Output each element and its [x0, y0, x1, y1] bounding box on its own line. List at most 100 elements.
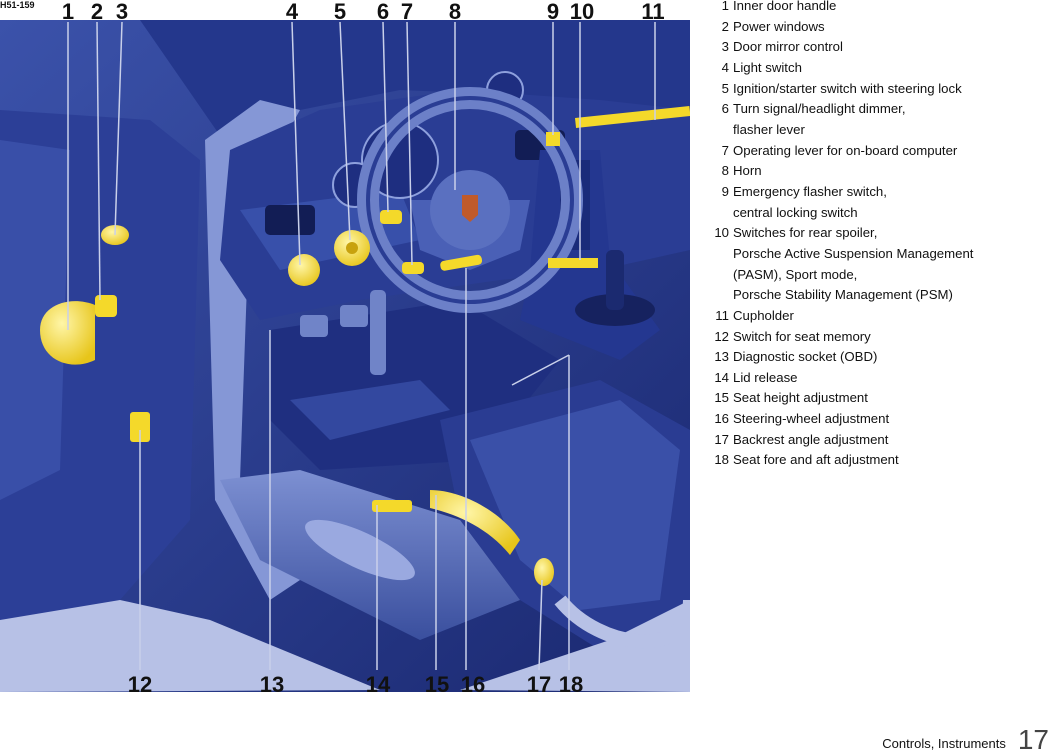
callout-16: 16 [461, 672, 485, 692]
legend-description: Seat height adjustment [733, 388, 1054, 409]
page-number: 17 [1017, 724, 1049, 755]
legend-description: Cupholder [733, 306, 1054, 327]
legend-item: 1 Inner door handle [704, 0, 1054, 17]
figure-id: H51-159 [0, 0, 35, 10]
legend-number: 7 [721, 142, 729, 158]
lid-release [372, 500, 412, 512]
legend-description: Horn [733, 161, 1054, 182]
callout-3: 3 [116, 0, 128, 24]
highlighted-controls [40, 105, 690, 586]
legend-number: 10 [714, 225, 729, 241]
callout-17: 17 [527, 672, 551, 692]
legend-line: Switches for rear spoiler, [733, 225, 878, 241]
legend-line: Light switch [733, 59, 802, 75]
callout-6: 6 [377, 0, 389, 24]
callout-10: 10 [570, 0, 594, 24]
legend-description: Steering-wheel adjustment [733, 409, 1054, 430]
legend-description: Light switch [733, 58, 1054, 79]
callout-1: 1 [62, 0, 74, 24]
legend-number: 15 [714, 390, 729, 406]
callout-numbers: 1 2 3 4 5 6 7 8 9 10 11 12 13 14 15 16 1… [62, 0, 665, 692]
legend-description: Backrest angle adjustment [733, 430, 1054, 451]
power-window-switches [95, 295, 117, 317]
legend-line: Power windows [733, 18, 825, 34]
callout-11: 11 [641, 0, 664, 24]
legend-number: 17 [714, 431, 729, 447]
legend-description: Emergency flasher switch, central locking… [733, 182, 1054, 223]
legend-line: Porsche Active Suspension Management [733, 245, 974, 261]
legend-description: Ignition/starter switch with steering lo… [733, 79, 1054, 100]
legend-line: Backrest angle adjustment [733, 431, 889, 447]
cupholder [575, 105, 690, 128]
legend-line: Inner door handle [733, 0, 837, 13]
legend-line: central locking switch [733, 204, 858, 220]
legend-number: 12 [714, 328, 729, 344]
legend-line: Lid release [733, 369, 798, 385]
legend-description: Diagnostic socket (OBD) [733, 347, 1054, 368]
legend-description: Inner door handle [733, 0, 1054, 17]
legend-number: 2 [721, 18, 729, 34]
legend-description: Turn signal/headlight dimmer, flasher lev… [733, 99, 1054, 140]
seat-height-lever [430, 490, 520, 555]
legend-line: Horn [733, 163, 762, 179]
legend-description: Operating lever for on-board computer [733, 141, 1054, 162]
light-switch [288, 254, 320, 286]
legend-description: Lid release [733, 368, 1054, 389]
door-handle-highlight [40, 301, 95, 365]
seat-memory-switch [130, 412, 150, 442]
callout-2: 2 [91, 0, 103, 24]
backrest-knob [534, 558, 554, 586]
legend-line: Seat height adjustment [733, 390, 868, 406]
legend-line: (PASM), Sport mode, [733, 266, 858, 282]
legend-number: 6 [721, 101, 729, 117]
callout-lines [67, 21, 656, 671]
legend-description: Power windows [733, 17, 1054, 38]
section-title: Controls, Instruments [882, 736, 1006, 751]
legend-line: Operating lever for on-board computer [733, 142, 958, 158]
legend-line: Cupholder [733, 307, 794, 323]
turn-signal-lever [380, 210, 402, 224]
legend-line: flasher lever [733, 121, 805, 137]
legend-number: 4 [721, 59, 729, 75]
callout-15: 15 [425, 672, 449, 692]
legend-number: 13 [714, 349, 729, 365]
legend-line: Emergency flasher switch, [733, 183, 887, 199]
callout-14: 14 [366, 672, 391, 692]
legend-number: 14 [714, 369, 729, 385]
legend-description: Door mirror control [733, 37, 1054, 58]
console-switches [548, 258, 598, 268]
callout-5: 5 [334, 0, 346, 24]
legend-number: 18 [714, 452, 729, 468]
legend-number: 11 [715, 307, 729, 323]
callout-13: 13 [260, 672, 284, 692]
legend-number: 9 [721, 183, 729, 199]
callout-9: 9 [547, 0, 559, 24]
legend-line: Ignition/starter switch with steering lo… [733, 80, 962, 96]
callout-7: 7 [401, 0, 413, 24]
page-footer: Controls, Instruments 17 [882, 726, 1049, 754]
steering-adjust-lever [440, 254, 483, 271]
legend-number: 16 [714, 411, 729, 427]
legend-number: 8 [721, 163, 729, 179]
legend-number: 1 [721, 0, 729, 13]
legend-number: 3 [721, 39, 729, 55]
callout-18: 18 [559, 672, 583, 692]
legend-line: Turn signal/headlight dimmer, [733, 101, 906, 117]
porsche-crest-icon [462, 195, 478, 222]
legend-description: Switch for seat memory [733, 327, 1054, 348]
